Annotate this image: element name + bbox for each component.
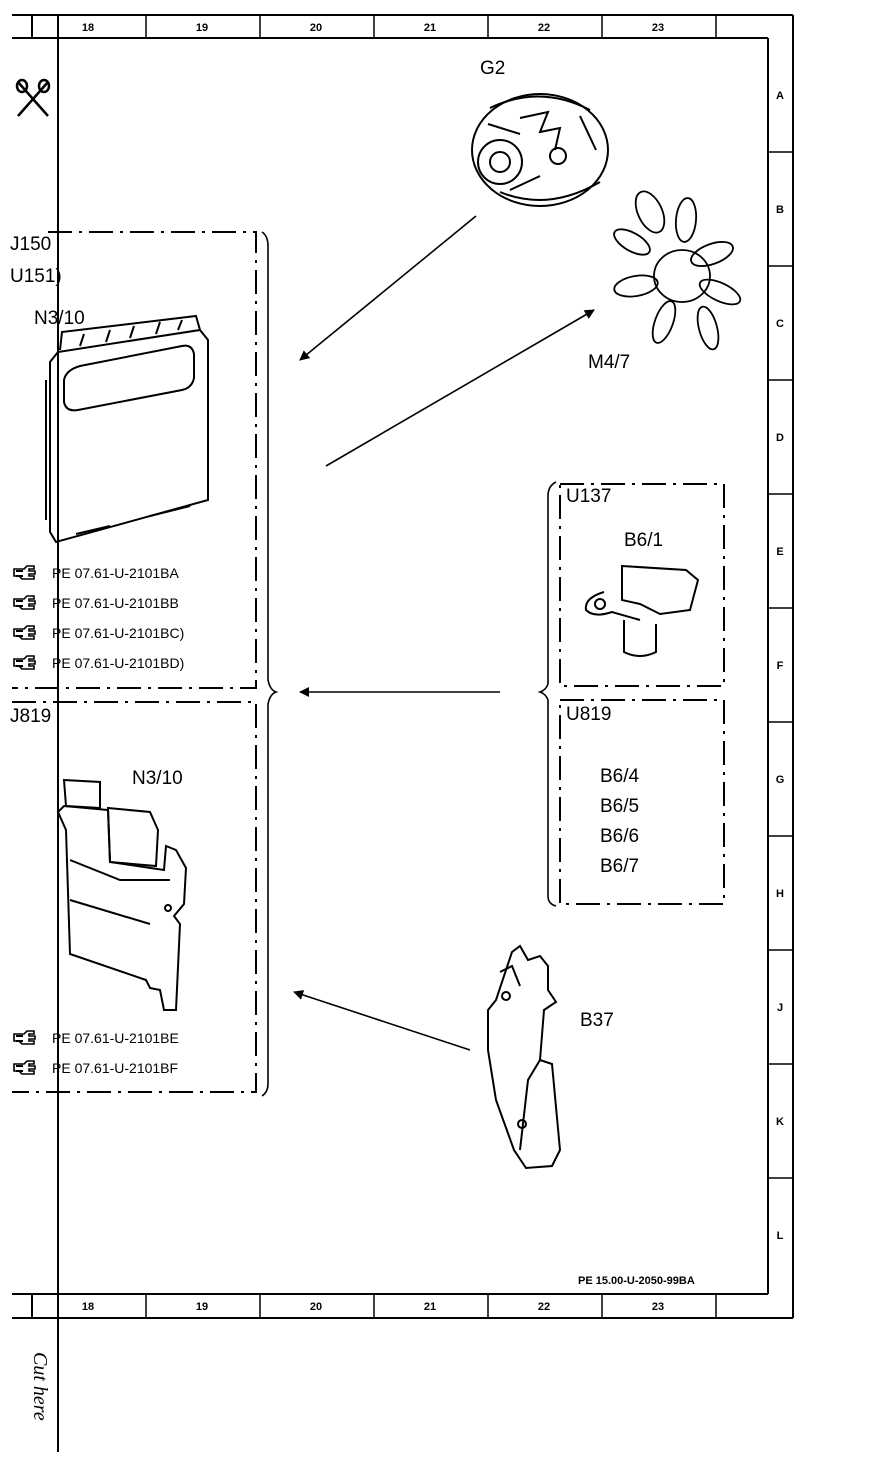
- col-label: 23: [652, 1301, 664, 1313]
- reference-link[interactable]: PE 07.61-U-2101BA: [52, 565, 180, 581]
- label-m4-7: M4/7: [588, 352, 630, 373]
- row-ticks: [768, 151, 793, 1179]
- reference-link[interactable]: PE 07.61-U-2101BD): [52, 655, 184, 671]
- group-boundary-right: [559, 483, 725, 905]
- hand-pointer-icon: [13, 655, 36, 670]
- arrow-module-to-m4-7: [325, 309, 595, 467]
- fan-m4-7-drawing: [613, 190, 742, 351]
- row-label: A: [776, 90, 784, 102]
- label-b6-1: B6/1: [624, 530, 663, 551]
- col-label: 23: [652, 22, 664, 34]
- col-label: 22: [538, 1301, 550, 1313]
- label-g2: G2: [480, 58, 505, 79]
- cut-here-label: Cut here: [29, 1352, 51, 1421]
- sensor-list-item: B6/6: [600, 826, 639, 847]
- label-b37: B37: [580, 1010, 614, 1031]
- col-label: 19: [196, 1301, 208, 1313]
- row-label: B: [776, 204, 784, 216]
- row-label: L: [777, 1230, 784, 1242]
- row-label: F: [777, 660, 784, 672]
- col-label: 20: [310, 22, 322, 34]
- col-label: 21: [424, 22, 436, 34]
- sensor-list-item: B6/7: [600, 856, 639, 877]
- sensor-b6-1-drawing: [584, 564, 700, 657]
- col-label: 18: [82, 22, 94, 34]
- hand-pointer-icon: [13, 565, 36, 580]
- label-n3-10-lower: N3/10: [132, 768, 183, 789]
- group-label: U151): [10, 266, 62, 287]
- row-label: E: [776, 546, 783, 558]
- column-ticks: [145, 15, 717, 1318]
- pedal-sensor-b37-drawing: [487, 944, 562, 1170]
- arrow-b37-to-module: [293, 990, 471, 1051]
- row-label: C: [776, 318, 784, 330]
- col-label: 21: [424, 1301, 436, 1313]
- hand-pointer-icon: [13, 625, 36, 640]
- document-id: PE 15.00-U-2050-99BA: [578, 1275, 695, 1287]
- reference-link[interactable]: PE 07.61-U-2101BB: [52, 595, 179, 611]
- control-unit-upper-drawing: [45, 314, 209, 544]
- label-n3-10-upper: N3/10: [34, 308, 85, 329]
- row-label: G: [776, 774, 785, 786]
- group-boundary-upper-left: [12, 231, 257, 1093]
- hand-pointer-icon: [13, 1060, 36, 1075]
- control-unit-lower-drawing: [56, 778, 188, 1011]
- col-label: 20: [310, 1301, 322, 1313]
- row-labels: A B C D E F G H J K L: [776, 90, 785, 1242]
- reference-link[interactable]: PE 07.61-U-2101BE: [52, 1030, 179, 1046]
- connection-arrows: [293, 215, 595, 1051]
- row-label: J: [777, 1002, 783, 1014]
- reference-link[interactable]: PE 07.61-U-2101BF: [52, 1060, 178, 1076]
- group-label: U819: [566, 704, 611, 725]
- sensor-list-item: B6/4: [600, 766, 640, 787]
- brace-left: [261, 231, 279, 1097]
- col-label: 22: [538, 22, 550, 34]
- group-label: J150: [10, 234, 51, 255]
- brace-right: [537, 481, 557, 907]
- group-label: J819: [10, 706, 51, 727]
- alternator-g2-drawing: [471, 93, 609, 207]
- col-label: 19: [196, 22, 208, 34]
- arrow-g2-to-module: [299, 215, 477, 361]
- column-labels-top: 18 19 20 21 22 23: [82, 22, 664, 34]
- scissors-icon: [15, 78, 51, 117]
- row-label: K: [776, 1116, 784, 1128]
- column-labels-bottom: 18 19 20 21 22 23: [82, 1301, 664, 1313]
- row-label: H: [776, 888, 784, 900]
- frame: [12, 14, 794, 1452]
- reference-link[interactable]: PE 07.61-U-2101BC): [52, 625, 184, 641]
- hand-pointer-icon: [13, 1030, 36, 1045]
- hand-pointer-icon: [13, 595, 36, 610]
- col-label: 18: [82, 1301, 94, 1313]
- sensor-list-item: B6/5: [600, 796, 639, 817]
- group-label: U137: [566, 486, 611, 507]
- row-label: D: [776, 432, 784, 444]
